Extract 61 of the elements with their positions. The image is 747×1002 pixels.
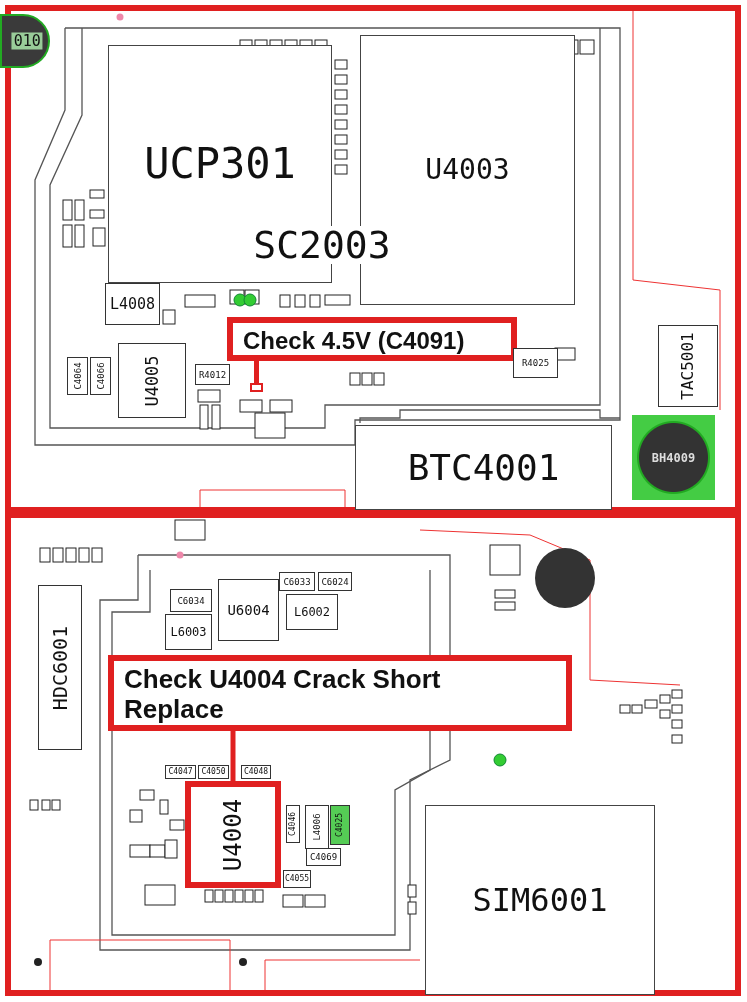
component-label: C4046 — [289, 811, 297, 837]
capacitor-pad — [250, 383, 263, 392]
component-label: L4008 — [109, 296, 156, 312]
battery-holder — [632, 415, 715, 500]
component-outline — [425, 805, 655, 995]
component-outline — [165, 614, 212, 650]
component-outline — [355, 425, 612, 510]
component-outline — [218, 579, 279, 641]
component-outline — [195, 364, 230, 385]
component-label: TAC5001 — [680, 332, 696, 400]
component-outline — [658, 325, 718, 407]
component-label: C4055 — [284, 875, 310, 883]
component-outline — [283, 870, 311, 888]
component-outline — [330, 805, 350, 845]
component-label: U4003 — [425, 156, 510, 184]
callout-text: Check 4.5V (C4091) — [242, 326, 466, 356]
battery-holder — [0, 14, 50, 68]
component-outline — [318, 572, 352, 591]
component-label: BTC4001 — [407, 449, 560, 486]
callout-box — [227, 317, 517, 361]
component-label: 010 — [11, 32, 43, 50]
component-outline — [38, 585, 82, 750]
component-label: BH4009 — [651, 451, 696, 464]
component-outline — [286, 594, 338, 630]
component-label: U6004 — [227, 603, 270, 617]
component-label: L6003 — [170, 626, 207, 638]
component-outline — [306, 848, 341, 866]
component-outline — [286, 805, 300, 843]
callout-text: Check U4004 Crack Short Replace — [123, 663, 442, 726]
component-outline — [118, 343, 186, 418]
component-label: L4006 — [312, 813, 322, 841]
board-label: SC2003 — [253, 226, 391, 264]
component-outline — [105, 283, 160, 325]
component-label: SIM6001 — [472, 884, 608, 916]
component-outline — [279, 572, 315, 591]
component-outline — [90, 357, 111, 395]
component-label: R4012 — [198, 370, 227, 379]
component-outline — [67, 357, 88, 395]
component-label: R4025 — [521, 358, 550, 368]
leader-line — [254, 361, 259, 383]
component-label: C4050 — [201, 768, 226, 776]
component-label: C4047 — [168, 768, 193, 776]
component-label: C4066 — [96, 362, 105, 390]
component-label: U4004 — [221, 798, 245, 871]
component-label: C4048 — [243, 768, 269, 776]
component-label: C6024 — [321, 577, 349, 586]
component-label: C4069 — [309, 852, 338, 862]
component-outline — [513, 348, 558, 378]
component-outline — [170, 589, 212, 612]
leader-line — [230, 731, 236, 781]
component-label: C4064 — [73, 362, 82, 390]
highlight-box — [185, 781, 281, 888]
component-label: L6002 — [293, 606, 331, 618]
component-label: C4025 — [336, 812, 344, 838]
component-label: U4005 — [143, 354, 161, 407]
component-label: C6033 — [283, 577, 311, 586]
component-label: UCP301 — [144, 143, 296, 185]
component-label: HDC6001 — [50, 625, 70, 710]
callout-box — [108, 655, 572, 731]
component-outline — [305, 805, 329, 849]
component-label: C6034 — [177, 596, 205, 605]
